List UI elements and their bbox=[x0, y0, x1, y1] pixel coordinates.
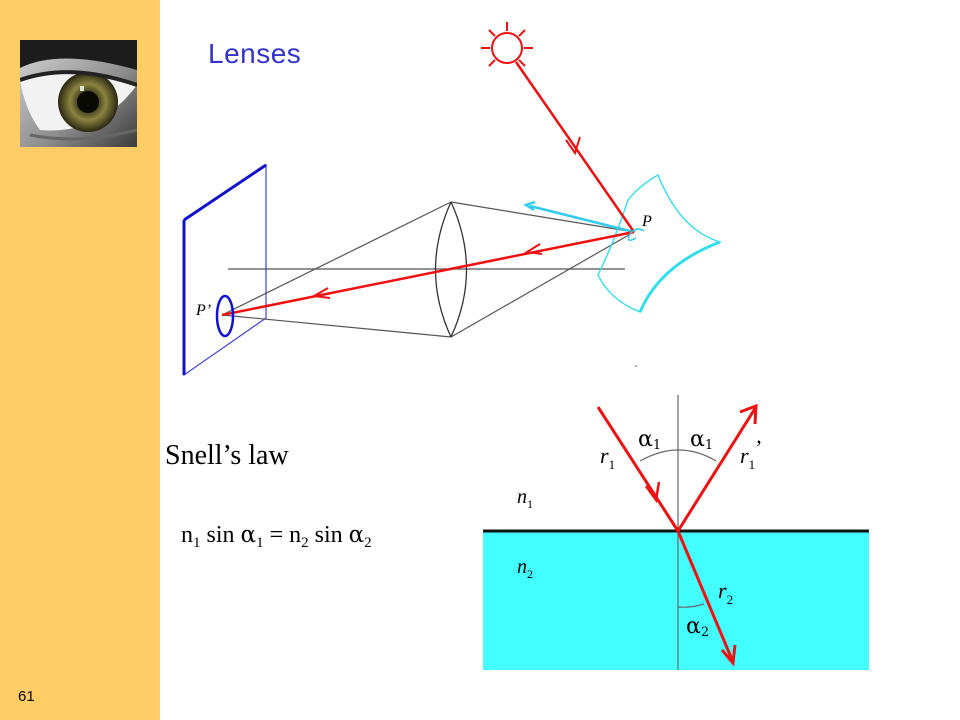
snell-equation: n1 sin α1 = n2 sin α2 bbox=[181, 522, 372, 551]
label-n2: n2 bbox=[517, 556, 533, 581]
label-p-prime: P’ bbox=[195, 302, 211, 319]
angle-arc-refracted bbox=[677, 603, 705, 608]
lens-diagram: P P’ bbox=[182, 22, 723, 377]
medium-2 bbox=[483, 531, 869, 670]
angle-arc-incident bbox=[639, 449, 679, 462]
cone-lines bbox=[221, 201, 635, 338]
snell-heading: Snell’s law bbox=[165, 440, 289, 471]
refracted-ray bbox=[676, 530, 735, 663]
label-alpha1-left: α1 bbox=[638, 427, 661, 453]
curved-surface bbox=[597, 174, 723, 313]
page-title: Lenses bbox=[208, 38, 302, 69]
slide-number: 61 bbox=[18, 688, 35, 705]
label-r2: r2 bbox=[718, 578, 733, 607]
image-plane bbox=[182, 163, 267, 377]
sun-icon bbox=[481, 22, 533, 67]
refraction-diagram: α1 α1 r1 r1’ n1 n2 r2 α2 bbox=[483, 395, 869, 670]
incident-ray bbox=[514, 61, 636, 233]
reflected-ray bbox=[529, 204, 635, 234]
label-r1-prime: r1’ bbox=[740, 435, 762, 472]
label-n1: n1 bbox=[517, 486, 533, 511]
angle-arc-reflected bbox=[677, 449, 717, 462]
p-prime-marker bbox=[215, 294, 235, 338]
label-p: P bbox=[641, 213, 652, 230]
label-r1: r1 bbox=[600, 443, 615, 472]
reflected-ray bbox=[676, 406, 758, 532]
eye-icon bbox=[20, 40, 137, 147]
label-alpha2: α2 bbox=[686, 614, 709, 640]
image-ray bbox=[221, 230, 635, 317]
label-alpha1-right: α1 bbox=[690, 427, 713, 453]
lens bbox=[434, 201, 468, 338]
incident-ray bbox=[596, 406, 680, 532]
